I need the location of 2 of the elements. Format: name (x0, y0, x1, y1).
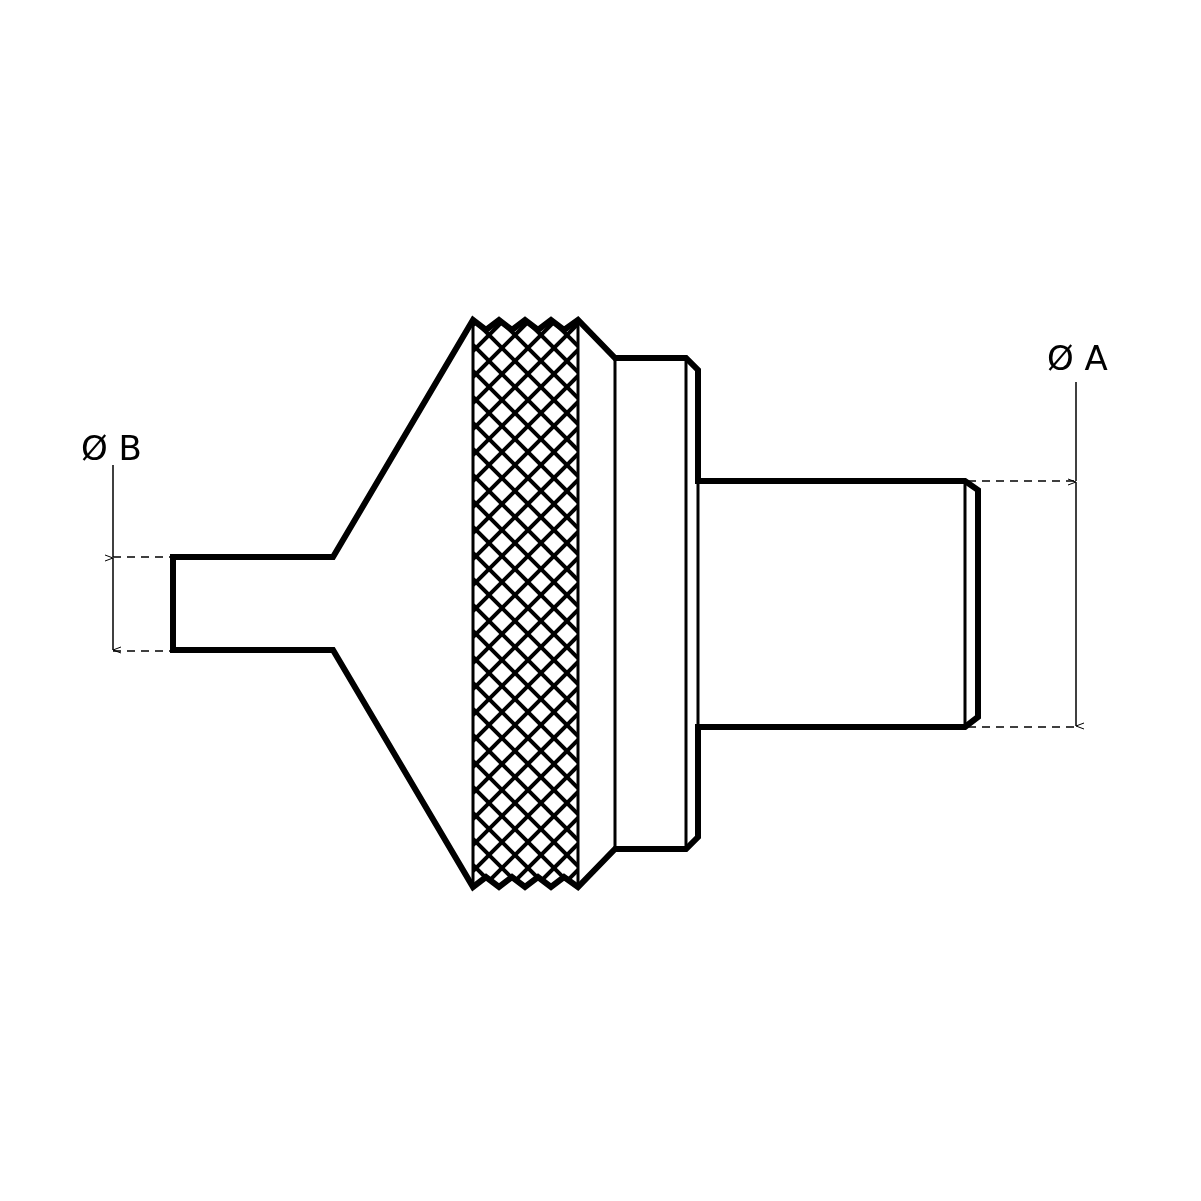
dimension-label: Ø B (81, 429, 142, 467)
dimension-label: Ø A (1047, 339, 1108, 377)
